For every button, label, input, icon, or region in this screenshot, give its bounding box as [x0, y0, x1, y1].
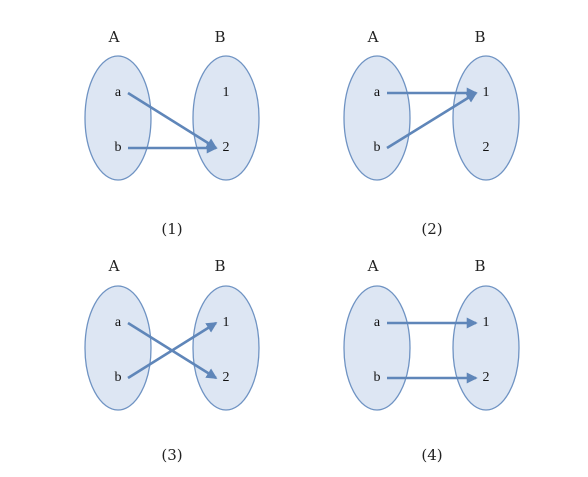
set-a-ellipse	[343, 285, 411, 411]
set-b-ellipse	[192, 55, 260, 181]
mapping-diagram-1: A Ba b 1 2 (1)	[84, 28, 260, 238]
set-b-label: B	[214, 28, 225, 46]
set-b-ellipse	[452, 55, 520, 181]
codomain-element-2: 2	[483, 140, 490, 155]
domain-element-b: b	[374, 140, 381, 155]
codomain-element-2: 2	[483, 370, 490, 385]
diagram-caption: (4)	[421, 446, 442, 464]
set-b-ellipse	[192, 285, 260, 411]
set-a-label: A	[367, 28, 379, 46]
domain-element-a: a	[374, 85, 381, 100]
codomain-element-2: 2	[223, 370, 230, 385]
codomain-element-1: 1	[223, 85, 230, 100]
mapping-diagram-3: A Ba b 1 2 (3)	[84, 257, 260, 464]
codomain-element-2: 2	[223, 140, 230, 155]
set-a-ellipse	[84, 55, 152, 181]
set-b-ellipse	[452, 285, 520, 411]
mapping-diagram-4: A Ba b 1 2 (4)	[343, 257, 520, 464]
mapping-arrow-b-to-1	[386, 91, 478, 150]
domain-element-b: b	[374, 370, 381, 385]
codomain-element-1: 1	[483, 85, 490, 100]
set-a-label: A	[108, 28, 120, 46]
domain-element-b: b	[115, 140, 122, 155]
set-b-label: B	[214, 257, 225, 275]
domain-element-a: a	[115, 85, 122, 100]
set-a-ellipse	[84, 285, 152, 411]
mapping-arrow-b-to-1	[127, 321, 218, 380]
domain-element-b: b	[115, 370, 122, 385]
set-a-label: A	[367, 257, 379, 275]
set-b-label: B	[474, 257, 485, 275]
set-b-label: B	[474, 28, 485, 46]
domain-element-a: a	[115, 315, 122, 330]
set-a-label: A	[108, 257, 120, 275]
diagram-caption: (1)	[161, 220, 182, 238]
codomain-element-1: 1	[483, 315, 490, 330]
diagram-caption: (2)	[421, 220, 442, 238]
codomain-element-1: 1	[223, 315, 230, 330]
mapping-diagram-2: A Ba b 1 2 (2)	[343, 28, 520, 238]
set-a-ellipse	[343, 55, 411, 181]
diagram-caption: (3)	[161, 446, 182, 464]
domain-element-a: a	[374, 315, 381, 330]
mapping-arrow-a-to-2	[127, 91, 218, 150]
